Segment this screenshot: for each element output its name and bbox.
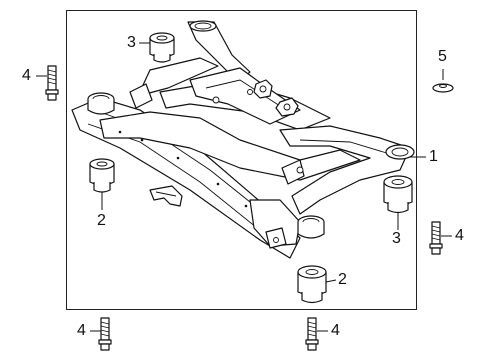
leader-lines [36, 42, 452, 332]
callout-4-bottom-left-label: 4 [77, 322, 86, 339]
callout-1-label: 1 [429, 148, 438, 165]
bolt-bottom-left-icon [98, 317, 112, 351]
bushing-lower-right-icon [297, 265, 327, 304]
bushing-left-icon [89, 158, 115, 193]
bolt-right-icon [429, 221, 443, 255]
bushing-right-icon [383, 175, 413, 214]
washer-icon [432, 83, 454, 93]
nut-insert-icon [253, 79, 299, 117]
callout-2-lower-label: 2 [338, 271, 347, 288]
callout-5-label: 5 [438, 48, 447, 65]
bracket-icon [149, 185, 183, 207]
callout-4-bottom-right-label: 4 [331, 322, 340, 339]
diagram-frame [66, 10, 417, 310]
callout-4-upper-label: 4 [22, 67, 31, 84]
subframe-icon [71, 20, 415, 259]
callout-3-right-label: 3 [392, 230, 401, 247]
callout-4-right-label: 4 [455, 227, 464, 244]
bolt-bottom-right-icon [305, 317, 319, 351]
callout-3-upper-label: 3 [127, 34, 136, 51]
bushing-upper-left-icon [149, 32, 175, 63]
callout-2-left-label: 2 [97, 212, 106, 229]
bolt-upper-left-icon [45, 65, 59, 101]
